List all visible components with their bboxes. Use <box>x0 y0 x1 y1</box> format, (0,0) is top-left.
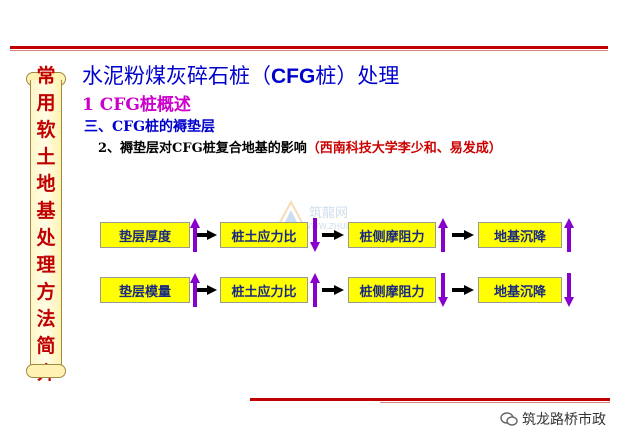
title-prefix: 水泥粉煤灰碎石桩（ <box>82 64 271 88</box>
wechat-icon <box>500 412 518 426</box>
factor-box: 桩土应力比 <box>220 222 308 248</box>
factor-box: 地基沉降 <box>478 222 562 248</box>
scroll-bottom-roll <box>26 364 66 378</box>
right-arrow-icon <box>452 230 474 240</box>
vertical-title: 常 用 软 土 地 基 处 理 方 法 简 介 <box>30 65 62 384</box>
vertical-title-char: 处 <box>36 227 56 249</box>
up-arrow-icon <box>190 273 200 307</box>
vertical-title-char: 软 <box>36 119 56 141</box>
vertical-title-char: 常 <box>36 65 56 87</box>
section-heading: 1 CFG桩概述 <box>82 95 191 115</box>
watermark-text: 筑龍网 <box>309 206 349 221</box>
title-suffix: 桩）处理 <box>315 64 400 88</box>
vertical-title-char: 用 <box>36 92 56 114</box>
factor-box: 桩侧摩阻力 <box>348 277 436 303</box>
down-arrow-icon <box>438 273 448 307</box>
point-text: 2、褥垫层对CFG桩复合地基的影响 <box>98 141 307 156</box>
right-arrow-icon <box>195 285 217 295</box>
vertical-title-char: 简 <box>36 335 56 357</box>
brand-name: 筑龙路桥市政 <box>522 412 606 428</box>
up-arrow-icon <box>438 218 448 252</box>
factor-box: 桩侧摩阻力 <box>348 222 436 248</box>
source-citation: （西南科技大学李少和、易发成） <box>306 141 502 156</box>
factor-box: 桩土应力比 <box>220 277 308 303</box>
down-arrow-icon <box>310 218 320 252</box>
footer-brand: 筑龙路桥市政 <box>500 409 606 429</box>
title-cfg: CFG <box>271 65 316 88</box>
right-arrow-icon <box>452 285 474 295</box>
down-arrow-icon <box>564 273 574 307</box>
up-arrow-icon <box>564 218 574 252</box>
factor-box: 垫层厚度 <box>100 222 190 248</box>
factor-box: 地基沉降 <box>478 277 562 303</box>
vertical-title-char: 方 <box>36 281 56 303</box>
page-title: 水泥粉煤灰碎石桩（CFG桩）处理 <box>82 60 399 90</box>
factor-box: 垫层模量 <box>100 277 190 303</box>
point-heading: 2、褥垫层对CFG桩复合地基的影响（西南科技大学李少和、易发成） <box>98 137 502 156</box>
up-arrow-icon <box>310 273 320 307</box>
right-arrow-icon <box>195 230 217 240</box>
vertical-title-char: 地 <box>36 173 56 195</box>
right-arrow-icon <box>322 285 344 295</box>
subsection-heading: 三、CFG桩的褥垫层 <box>84 119 216 135</box>
vertical-title-char: 理 <box>36 254 56 276</box>
watermark-url: WWW.ZHULONG.COM <box>303 222 390 231</box>
vertical-title-char: 土 <box>36 146 56 168</box>
right-arrow-icon <box>322 230 344 240</box>
bottom-divider <box>250 398 610 403</box>
vertical-title-char: 基 <box>36 200 56 222</box>
sidebar-scroll-banner: 常 用 软 土 地 基 处 理 方 法 简 介 <box>26 65 66 384</box>
vertical-title-char: 法 <box>36 308 56 330</box>
top-divider <box>10 46 608 51</box>
up-arrow-icon <box>190 218 200 252</box>
